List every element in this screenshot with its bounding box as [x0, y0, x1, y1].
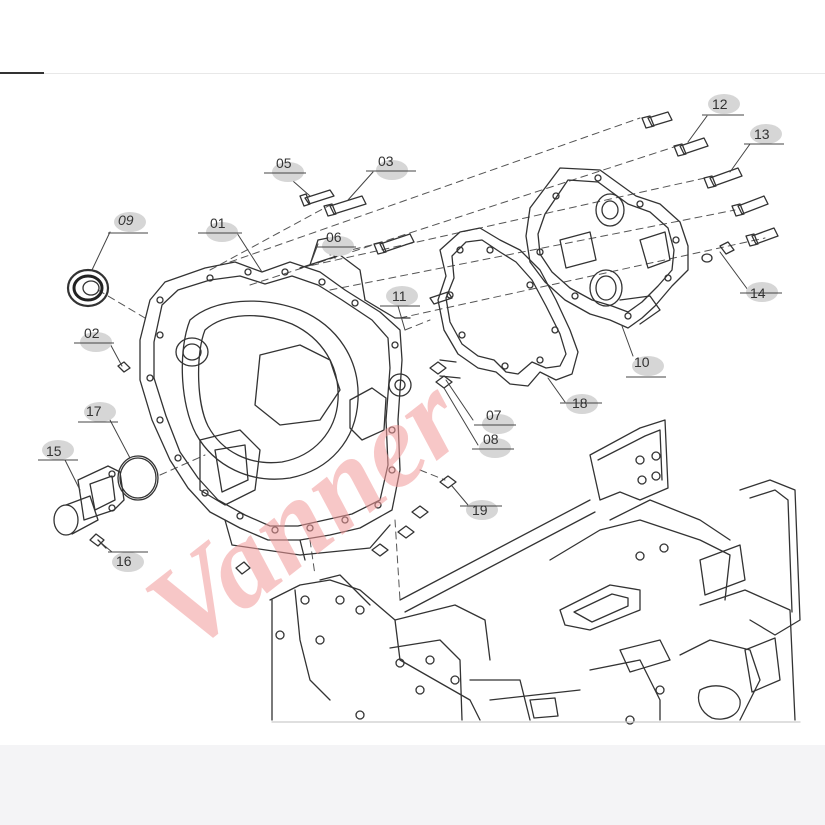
o-ring [117, 455, 159, 501]
svg-text:01: 01 [210, 215, 226, 231]
svg-text:Vanner: Vanner [122, 349, 489, 676]
callout-08: 08 [472, 431, 514, 458]
svg-text:10: 10 [634, 354, 650, 370]
callout-15: 15 [38, 440, 78, 461]
callout-13: 13 [744, 124, 784, 145]
svg-text:12: 12 [712, 96, 728, 112]
callout-09: 09 [108, 212, 148, 234]
svg-text:05: 05 [276, 155, 292, 171]
callout-18: 18 [560, 394, 602, 414]
long-bolts [299, 111, 779, 305]
callout-17: 17 [78, 402, 118, 423]
callout-10: 10 [626, 354, 666, 378]
callout-01: 01 [198, 215, 242, 242]
callouts: 01 02 03 05 06 07 08 09 10 11 12 13 14 1… [38, 94, 784, 572]
small-bolts [89, 359, 461, 575]
top-separator [44, 73, 825, 74]
bearing-sleeve [53, 465, 125, 536]
callout-07: 07 [474, 407, 516, 434]
callout-03: 03 [366, 153, 416, 180]
svg-text:14: 14 [750, 285, 766, 301]
svg-text:15: 15 [46, 443, 62, 459]
bottom-band [0, 745, 825, 825]
svg-text:16: 16 [116, 553, 132, 569]
leader-lines [64, 115, 751, 553]
svg-text:07: 07 [486, 407, 502, 423]
gasket [437, 227, 579, 387]
svg-text:03: 03 [378, 153, 394, 169]
callout-16: 16 [108, 551, 148, 572]
bell-housing [139, 237, 412, 561]
callout-06: 06 [316, 229, 356, 256]
explode-guide-lines [97, 117, 766, 601]
gear-case [525, 167, 689, 329]
svg-text:08: 08 [483, 431, 499, 447]
svg-text:13: 13 [754, 126, 770, 142]
svg-text:17: 17 [86, 403, 102, 419]
callout-14: 14 [740, 282, 782, 302]
tractor-frame [269, 419, 801, 725]
oil-seal [66, 268, 110, 308]
svg-text:02: 02 [84, 325, 100, 341]
callout-19: 19 [460, 500, 502, 520]
callout-05: 05 [264, 155, 306, 182]
callout-12: 12 [702, 94, 744, 116]
callout-02: 02 [74, 325, 114, 352]
svg-text:11: 11 [392, 288, 407, 304]
svg-text:18: 18 [572, 395, 588, 411]
svg-text:09: 09 [118, 212, 134, 228]
svg-text:19: 19 [472, 502, 488, 518]
svg-text:06: 06 [326, 229, 342, 245]
top-left-rule [0, 72, 44, 74]
callout-11: 11 [380, 286, 420, 307]
watermark: Vanner [122, 349, 489, 676]
